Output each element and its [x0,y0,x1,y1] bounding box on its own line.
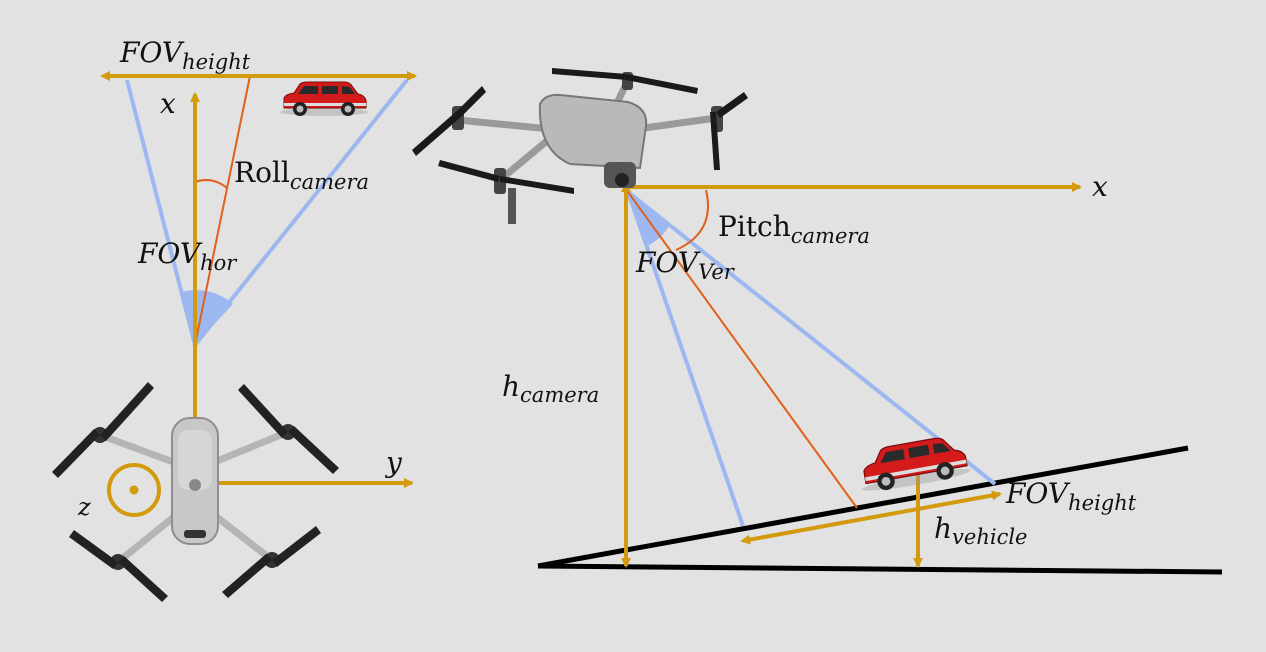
drone-top-view-icon [52,382,339,602]
red-car-on-slope-icon [854,432,972,495]
x-axis-label-right: x [1092,170,1108,203]
fov-hor-angle-wedge [182,290,233,345]
fov-right-ray [193,78,409,347]
right-panel: x Pitchcamera FOVVer hcamera FOVheight h… [412,68,1223,575]
fov-left-ray [125,79,197,346]
fov-ver-upper-ray [626,190,997,486]
drone-side-view-icon [412,68,748,224]
roll-camera-label: Rollcamera [234,156,369,194]
roll-angle-arc [194,179,228,189]
fov-ver-label: FOVVer [635,246,736,284]
fov-height-arrow-slope [740,490,1002,545]
red-car-icon [279,81,369,117]
z-axis-label: z [77,493,91,521]
fov-ver-lower-ray [626,191,745,527]
fov-height-label-right: FOVheight [1005,477,1137,515]
x-axis-label-left: x [160,87,176,120]
h-vehicle-label: hvehicle [934,512,1028,549]
fov-hor-label: FOVhor [137,237,238,275]
z-axis-out-of-plane-icon [107,463,161,517]
roll-center-ray [194,75,251,346]
ground-flat-line [537,563,1223,575]
left-panel: FOVheight x y z Rollcamera FOVhor [52,36,417,602]
pitch-angle-arc [675,189,709,251]
y-axis-label: y [384,446,403,479]
h-camera-label: hcamera [502,370,599,407]
pitch-center-ray [627,191,858,509]
pitch-camera-label: Pitchcamera [718,210,870,248]
fov-height-label-left: FOVheight [119,36,251,74]
